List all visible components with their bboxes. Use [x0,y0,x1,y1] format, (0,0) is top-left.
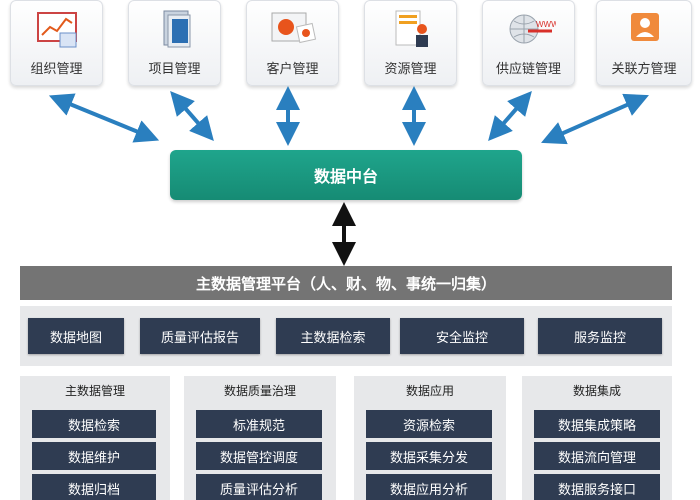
system-resource: 资源管理 [364,0,457,86]
group-quality: 数据质量治理 标准规范 数据管控调度 质量评估分析 [184,376,336,500]
system-org: 组织管理 [10,0,103,86]
group-title: 数据集成 [572,384,621,398]
tool-quality-report: 质量评估报告 [140,318,260,354]
source-systems-row: 组织管理 项目管理 客户管理 资源管理 [0,0,700,90]
system-label: 项目管理 [148,62,201,77]
group-item: 质量评估分析 [196,474,322,500]
group-item: 数据采集分发 [366,442,492,470]
arrow-supply-hub [488,90,532,142]
resource-person-icon [395,10,428,47]
group-item: 数据应用分析 [366,474,492,500]
tool-data-map: 数据地图 [28,318,124,354]
data-middle-platform: 数据中台 [170,150,522,200]
group-item: 数据管控调度 [196,442,322,470]
group-item: 数据维护 [32,442,156,470]
org-chart-icon [36,12,77,48]
system-supply-chain: WWW 供应链管理 [482,0,575,86]
group-master-data: 主数据管理 数据检索 数据维护 数据归档 [20,376,170,500]
arrow-related-hub [541,93,649,145]
group-title: 数据应用 [405,384,454,398]
master-data-platform-bar: 主数据管理平台（人、财、物、事统一归集） [20,266,672,300]
system-project: 项目管理 [128,0,221,86]
tool-security-monitor: 安全监控 [400,318,524,354]
group-title: 主数据管理 [64,384,125,398]
group-title: 数据质量治理 [223,384,296,398]
customer-card-icon [271,12,316,44]
group-integration: 数据集成 数据集成策略 数据流向管理 数据服务接口 [522,376,672,500]
system-customer: 客户管理 [246,0,339,86]
group-item: 数据检索 [32,410,156,438]
project-book-icon [163,10,190,48]
platform-tools-row: 数据地图 质量评估报告 主数据检索 安全监控 服务监控 [20,306,672,366]
arrow-org-hub [48,93,160,143]
group-item: 标准规范 [196,410,322,438]
tool-service-monitor: 服务监控 [538,318,662,354]
tool-master-data-search: 主数据检索 [276,318,390,354]
group-application: 数据应用 资源检索 数据采集分发 数据应用分析 [354,376,506,500]
arrow-project-hub [170,90,214,142]
group-item: 资源检索 [366,410,492,438]
group-item: 数据集成策略 [534,410,660,438]
svg-text:WWW: WWW [536,20,556,29]
system-label: 客户管理 [266,62,319,77]
system-related-party: 关联方管理 [596,0,692,86]
group-item: 数据流向管理 [534,442,660,470]
group-item: 数据归档 [32,474,156,500]
system-label: 供应链管理 [495,62,561,77]
globe-www-icon: WWW [509,14,556,44]
contact-icon [631,13,659,41]
system-label: 资源管理 [384,62,437,77]
system-label: 关联方管理 [611,62,677,77]
group-item: 数据服务接口 [534,474,660,500]
system-label: 组织管理 [30,62,83,77]
